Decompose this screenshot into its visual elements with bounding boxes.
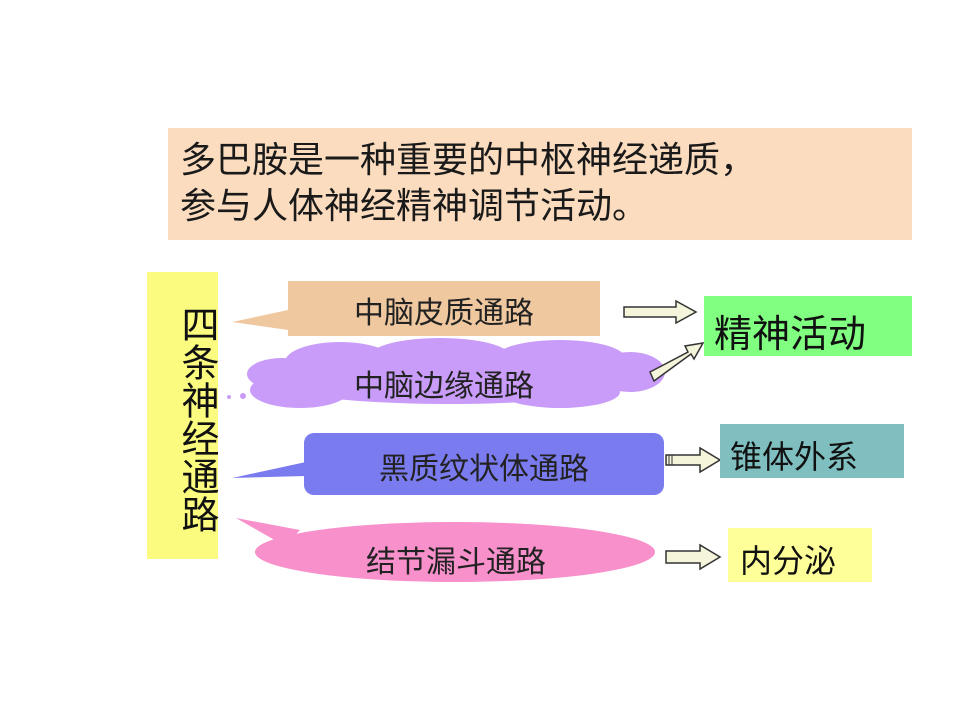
target-mental-activity: 精神活动	[704, 296, 912, 356]
intro-box: 多巴胺是一种重要的中枢神经递质， 参与人体神经精神调节活动。	[168, 128, 912, 240]
pathway-3-label: 黑质纹状体通路	[379, 452, 589, 487]
arrow-4	[665, 543, 722, 571]
intro-line-2: 参与人体神经精神调节活动。	[180, 186, 649, 227]
arrow-3	[665, 446, 722, 474]
pathway-2-callout	[227, 338, 665, 408]
target-endocrine: 内分泌	[728, 528, 872, 582]
pathway-4-callout	[236, 518, 655, 582]
arrow-2	[649, 342, 705, 383]
pathway-4-label: 结节漏斗通路	[366, 545, 546, 580]
pathway-1-label: 中脑皮质通路	[354, 296, 534, 331]
four-pathways-label: 四条神经通路	[147, 272, 219, 559]
pathway-2-label: 中脑边缘通路	[354, 369, 534, 404]
pathway-1-callout	[232, 281, 600, 336]
arrow-1	[623, 299, 698, 325]
intro-line-1: 多巴胺是一种重要的中枢神经递质，	[180, 140, 757, 181]
pathway-3-callout	[232, 433, 664, 495]
target-extrapyramidal: 锥体外系	[720, 424, 904, 478]
